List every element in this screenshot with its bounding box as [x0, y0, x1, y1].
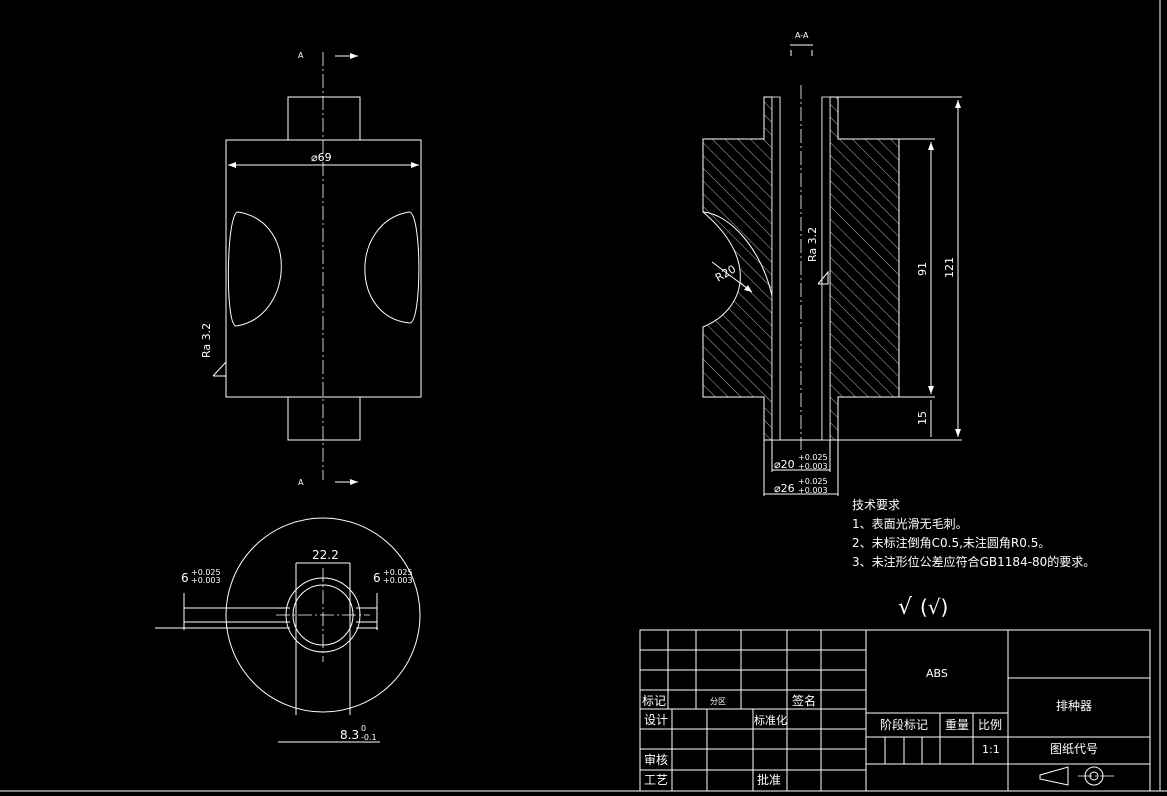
- section-roughness-label: Ra 3.2: [806, 227, 819, 262]
- top-outer-circle: [225, 517, 421, 713]
- tb-design: 设计: [644, 713, 668, 727]
- section-title: A-A: [795, 31, 809, 40]
- tb-drawing-code-label: 图纸代号: [1050, 742, 1098, 756]
- section-roughness-symbol: [817, 270, 829, 285]
- projection-cone-icon: [1039, 766, 1069, 786]
- cut-mark-top: A: [298, 51, 304, 60]
- dim121-label: 121: [943, 257, 956, 278]
- roughness-paren-symbol: (√): [920, 595, 948, 619]
- roughness-check-symbol: √: [898, 595, 913, 620]
- tb-signature: 签名: [792, 693, 816, 708]
- dia20-tol-upper: +0.025: [798, 453, 828, 462]
- depth83-tol-upper: 0: [361, 724, 366, 733]
- tech-req-item-3: 3、未注形位公差应符合GB1184-80的要求。: [852, 554, 1095, 569]
- tb-scale-value: 1:1: [982, 743, 1000, 756]
- front-bottom-shaft: [287, 396, 361, 441]
- dim121-arrow-top: [955, 100, 961, 108]
- dia26-tol-lower: +0.003: [798, 486, 828, 495]
- front-seed-cell-right: [364, 211, 420, 324]
- tb-mark: 标记: [642, 694, 666, 708]
- depth83-tol-lower: -0.1: [361, 733, 377, 742]
- front-roughness-symbol: [212, 360, 227, 377]
- right6-tol-lower: +0.003: [383, 576, 413, 585]
- front-roughness-label: Ra 3.2: [200, 323, 213, 358]
- title-block: 标记 分区 签名 设计 标准化 审核 工艺 批准 ABS 阶段标记 重量 比例 …: [639, 629, 1151, 792]
- front-top-shaft: [287, 96, 361, 141]
- tb-scale-label: 比例: [978, 718, 1002, 732]
- front-view: A A ⌀69 Ra 3.2: [200, 51, 422, 487]
- dim15-label: 15: [916, 411, 929, 425]
- right6-tol-upper: +0.025: [383, 568, 413, 577]
- left6-label: 6: [181, 571, 189, 585]
- tech-req-item-1: 1、表面光滑无毛刺。: [852, 517, 968, 531]
- tb-process: 工艺: [644, 773, 668, 787]
- dia20-tol-lower: +0.003: [798, 462, 828, 471]
- title-block-frame: [639, 629, 1151, 792]
- cut-mark-bottom: A: [298, 478, 304, 487]
- tech-req-item-2: 2、未标注倒角C0.5,未注圆角R0.5。: [852, 535, 1050, 550]
- section-sleeve-right: [821, 96, 831, 441]
- front-seed-cell-left: [227, 211, 282, 327]
- dia20-label: ⌀20: [774, 458, 795, 471]
- section-view: A-A R20 Ra 3.2 91: [702, 31, 962, 496]
- cut-arrowhead-bottom: [350, 479, 358, 485]
- section-sleeve-left: [771, 96, 781, 441]
- section-hatched-left: [702, 96, 773, 441]
- dia69-arrow-right: [411, 162, 419, 168]
- left6-tol-lower: +0.003: [191, 576, 221, 585]
- width22-label: 22.2: [312, 548, 339, 562]
- dim91-arrow-bottom: [928, 386, 934, 394]
- tb-approve: 批准: [757, 772, 781, 787]
- tb-review: 审核: [644, 752, 668, 767]
- dia26-tol-upper: +0.025: [798, 477, 828, 486]
- general-roughness: √ (√): [898, 595, 948, 620]
- dim91-arrow-top: [928, 142, 934, 150]
- dim121-arrow-bottom: [955, 429, 961, 437]
- tb-zone: 分区: [710, 697, 726, 706]
- dia26-label: ⌀26: [774, 482, 795, 495]
- left6-tol-upper: +0.025: [191, 568, 221, 577]
- r20-leader: [711, 261, 753, 293]
- top-view: 22.2 6 +0.025 +0.003 6 +0.025 +0.003 8.3…: [155, 517, 421, 743]
- dia69-arrow-left: [228, 162, 236, 168]
- section-hatched-right: [829, 96, 900, 441]
- tb-stage-mark: 阶段标记: [880, 717, 928, 732]
- cut-arrowhead-top: [350, 53, 358, 59]
- dim91-label: 91: [916, 262, 929, 276]
- front-main-body: [225, 139, 422, 398]
- tb-material: ABS: [926, 667, 948, 680]
- dia69-label: ⌀69: [311, 151, 332, 164]
- tb-weight: 重量: [945, 718, 969, 732]
- tb-standardization: 标准化: [754, 713, 787, 727]
- tb-part-name: 排种器: [1056, 699, 1092, 713]
- tech-requirements: 技术要求 1、表面光滑无毛刺。 2、未标注倒角C0.5,未注圆角R0.5。 3、…: [852, 498, 1095, 569]
- tech-req-title: 技术要求: [852, 498, 900, 512]
- r20-arrowhead: [744, 285, 752, 292]
- right6-label: 6: [373, 571, 381, 585]
- section-cavity-upper: [702, 211, 773, 297]
- depth83-label: 8.3: [340, 728, 359, 742]
